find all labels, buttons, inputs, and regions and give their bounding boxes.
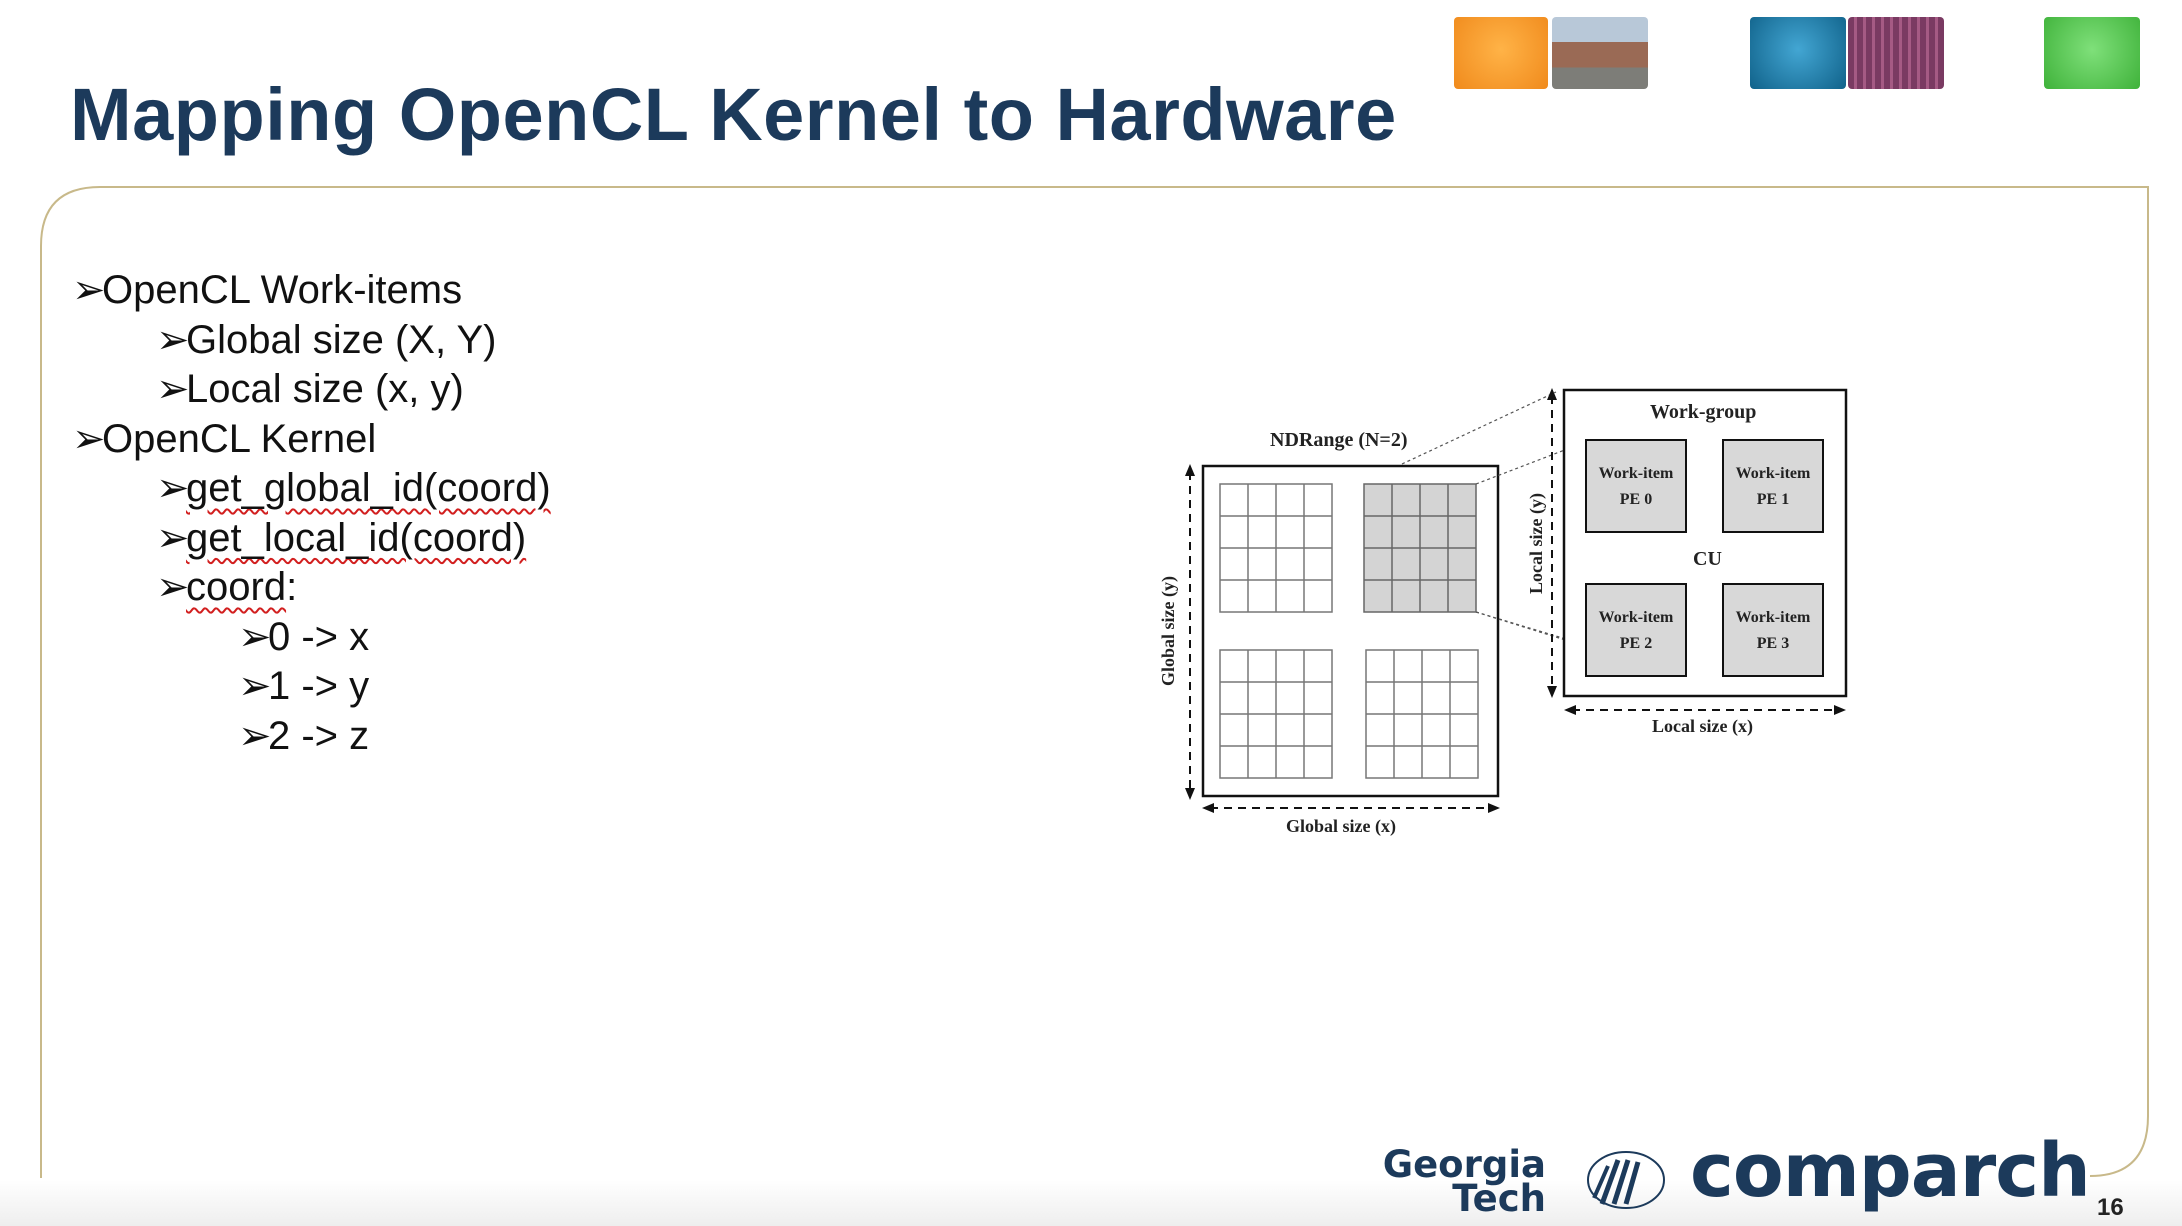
slide-title: Mapping OpenCL Kernel to Hardware (70, 73, 1397, 156)
workgroup-label: Work-group (1650, 401, 1756, 423)
bullet-arrow-icon: ➢ (72, 268, 106, 312)
bullet-text: Local size (x, y) (186, 367, 464, 411)
georgia-tech-logo-line1: Georgia (1382, 1143, 1546, 1186)
svg-text:Work-item: Work-item (1736, 609, 1811, 626)
workgroup-grid-highlighted (1363, 483, 1477, 613)
page-number: 16 (2097, 1194, 2124, 1221)
svg-text:PE 3: PE 3 (1757, 635, 1789, 652)
bullet-item: ➢get_global_id(coord) (72, 464, 551, 514)
svg-text:Work-item: Work-item (1599, 465, 1674, 482)
georgia-tech-logo: Georgia Tech (1356, 1143, 1546, 1220)
chip-photo-tile (1848, 17, 1944, 89)
bullet-arrow-icon: ➢ (156, 317, 190, 362)
bullet-item: ➢coord: (72, 563, 551, 613)
bullet-text: OpenCL Work-items (102, 268, 463, 312)
blue-tile (1750, 17, 1846, 89)
svg-text:Work-item: Work-item (1736, 465, 1811, 482)
bullet-item: ➢get_local_id(coord) (72, 514, 551, 564)
bullet-text-suffix: : (286, 565, 298, 609)
workgroup-grid-bl (1219, 649, 1333, 779)
bullet-item: ➢1 -> y (72, 662, 551, 712)
building-photo-tile (1552, 17, 1648, 89)
bullet-text: get_global_id(coord) (186, 466, 551, 510)
bullet-arrow-icon: ➢ (156, 515, 190, 560)
work-item-pe0: Work-item PE 0 (1585, 439, 1687, 533)
svg-text:PE 1: PE 1 (1757, 491, 1789, 508)
bullet-item: ➢OpenCL Work-items (72, 266, 551, 316)
bullet-item: ➢Local size (x, y) (72, 365, 551, 415)
orange-tile (1454, 17, 1548, 89)
bullet-item: ➢OpenCL Kernel (72, 415, 551, 465)
bullet-text: 1 -> y (268, 664, 370, 708)
global-size-y-label: Global size (y) (1158, 576, 1179, 686)
bullet-item: ➢2 -> z (72, 712, 551, 762)
ndrange-diagram: NDRange (N=2) Global size (y) Global siz… (1158, 388, 1848, 837)
comparch-logo: comparch (1690, 1128, 2091, 1214)
svg-text:PE 2: PE 2 (1620, 635, 1652, 652)
bullet-arrow-icon: ➢ (238, 614, 272, 659)
global-size-x-label: Global size (x) (1286, 816, 1396, 837)
work-item-pe1: Work-item PE 1 (1722, 439, 1824, 533)
bullet-item: ➢Global size (X, Y) (72, 316, 551, 366)
work-item-pe3: Work-item PE 3 (1722, 583, 1824, 677)
work-item-pe2: Work-item PE 2 (1585, 583, 1687, 677)
bullet-text: OpenCL Kernel (102, 416, 377, 461)
bullet-item: ➢0 -> x (72, 613, 551, 663)
svg-text:PE 0: PE 0 (1620, 491, 1652, 508)
cu-label: CU (1693, 548, 1722, 570)
bullet-list: ➢OpenCL Work-items➢Global size (X, Y)➢Lo… (72, 266, 551, 761)
ndrange-label: NDRange (N=2) (1270, 429, 1408, 451)
footer-bar (0, 1180, 2182, 1226)
local-size-y-label: Local size (y) (1526, 493, 1547, 594)
bullet-text: 0 -> x (268, 614, 370, 659)
workgroup-grid-tl (1219, 483, 1333, 613)
bullet-arrow-icon: ➢ (72, 416, 106, 461)
bullet-arrow-icon: ➢ (156, 466, 190, 510)
workgroup-grid-br (1365, 649, 1479, 779)
bullet-text: get_local_id(coord) (186, 515, 527, 560)
bullet-arrow-icon: ➢ (238, 664, 272, 708)
content-frame (40, 186, 2149, 1178)
local-size-x-label: Local size (x) (1652, 716, 1753, 737)
bullet-text: Global size (X, Y) (186, 317, 497, 362)
bullet-arrow-icon: ➢ (238, 713, 272, 758)
bullet-text: coord (186, 565, 287, 609)
bullet-arrow-icon: ➢ (156, 565, 190, 609)
header-tiles (0, 0, 2182, 100)
svg-text:Work-item: Work-item (1599, 609, 1674, 626)
comparch-swoosh-icon (1587, 1151, 1665, 1209)
bullet-text: 2 -> z (268, 713, 370, 758)
green-tile (2044, 17, 2140, 89)
bullet-arrow-icon: ➢ (156, 367, 190, 411)
georgia-tech-logo-line2: Tech (1452, 1177, 1546, 1220)
